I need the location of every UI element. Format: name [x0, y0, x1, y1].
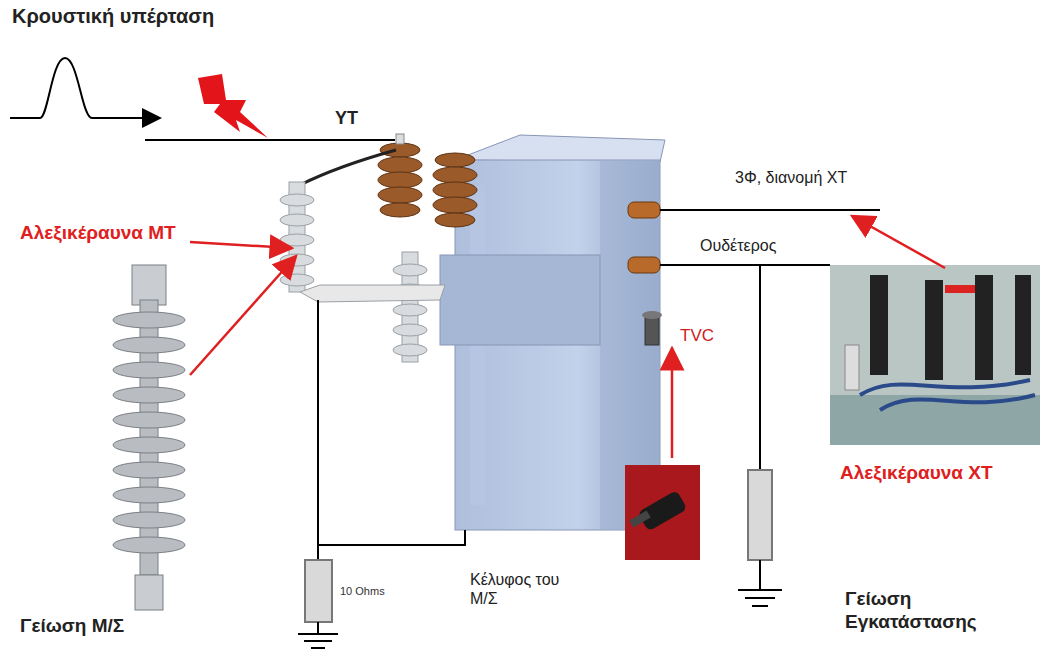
mv-arrester-label: Αλεξικέραυνα ΜΤ — [20, 222, 176, 245]
lv-bushings — [628, 202, 660, 273]
tvc-label: TVC — [680, 326, 714, 346]
pointer-arrow — [671, 348, 674, 458]
pointer-arrow — [190, 256, 296, 375]
arrester-lead — [300, 150, 396, 185]
arrester-picture — [113, 265, 185, 610]
neutral-label: Ουδέτερος — [700, 236, 776, 255]
tvc-bushing — [642, 311, 662, 345]
impulse-wave — [10, 58, 160, 118]
lv-arrester-photo — [830, 265, 1040, 445]
tvc-picture — [625, 465, 700, 560]
resistor-value: 10 Ohms — [340, 585, 385, 598]
hv-line — [145, 139, 395, 141]
earthing-label: Γείωση Μ/Σ — [20, 615, 124, 638]
earthing-label: Γείωση Εγκατάστασης — [845, 588, 1035, 634]
mv-arresters — [280, 182, 445, 362]
installation-earthing — [738, 265, 782, 606]
lightning-bolt — [198, 74, 268, 138]
lv-line — [660, 209, 880, 211]
tank-earthing — [298, 300, 465, 648]
neutral-line — [660, 264, 830, 266]
hv-label: ΥΤ — [335, 108, 358, 130]
lv-arrester-label: Αλεξικέραυνα ΧΤ — [840, 462, 993, 485]
tank-label: Κέλυφος του Μ/Σ — [470, 570, 580, 608]
hv-bushings — [378, 134, 477, 227]
surge-title: Κρουστική υπέρταση — [12, 4, 214, 28]
lv-line-label: 3Φ, διανομή ΧΤ — [735, 168, 847, 187]
pointer-arrow — [190, 242, 292, 248]
pointer-arrow — [852, 216, 945, 268]
